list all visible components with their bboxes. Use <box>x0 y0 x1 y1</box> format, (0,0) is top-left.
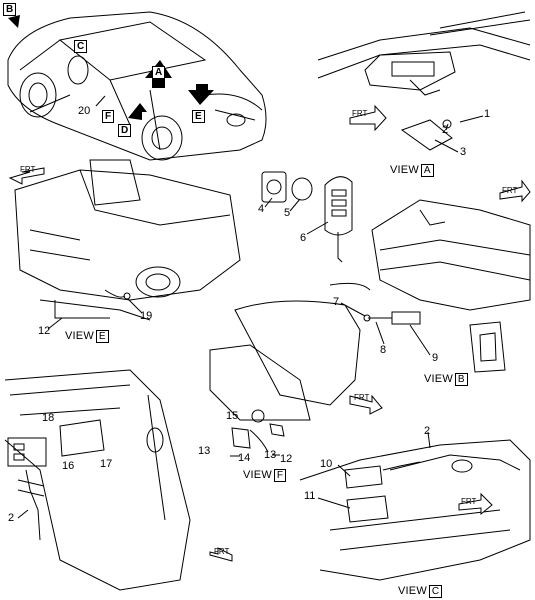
car-overview-drawing <box>7 11 267 161</box>
view-tag-f: F <box>102 110 115 123</box>
callout-14: 14 <box>238 452 251 464</box>
front-label-view-a: FRT <box>352 109 368 118</box>
front-label-view-c: FRT <box>461 497 477 506</box>
view-arrows <box>8 15 214 120</box>
callout-7: 7 <box>333 296 340 308</box>
front-label-view-b: FRT <box>502 186 518 195</box>
callout-3: 3 <box>460 146 467 158</box>
front-label-view-e: FRT <box>20 165 36 174</box>
callout-1: 1 <box>484 108 491 120</box>
view-tag-b: B <box>3 3 17 16</box>
key-fob-drawing <box>261 171 353 263</box>
leader-lines <box>17 95 484 519</box>
callout-12-right: 12 <box>280 453 293 465</box>
callout-9: 9 <box>432 352 439 364</box>
view-b-drawing <box>329 199 531 373</box>
callout-10: 10 <box>320 458 333 470</box>
view-tag-d: D <box>118 124 132 137</box>
front-label-center: FRT <box>354 393 370 402</box>
view-tag-e: E <box>192 110 205 123</box>
view-tag-c: C <box>74 40 88 53</box>
front-label-bottom: FRT <box>214 547 230 556</box>
callout-2-bottom: 2 <box>424 425 431 437</box>
callout-15: 15 <box>226 410 239 422</box>
view-tag-a: A <box>152 66 166 79</box>
callout-19: 19 <box>140 310 153 322</box>
callout-17: 17 <box>100 458 113 470</box>
view-f-drawing <box>230 409 285 457</box>
callout-18: 18 <box>42 412 55 424</box>
callout-13-right: 13 <box>264 449 277 461</box>
view-e-drawing <box>14 159 241 321</box>
callout-2: 2 <box>442 124 449 136</box>
callout-13-left: 13 <box>198 445 211 457</box>
callout-2-left: 2 <box>8 512 15 524</box>
callout-20: 20 <box>78 105 91 117</box>
callout-6: 6 <box>300 232 307 244</box>
callout-4: 4 <box>258 203 265 215</box>
callout-12-left: 12 <box>38 325 51 337</box>
callout-16: 16 <box>62 460 75 472</box>
bottom-left-drawing <box>4 369 191 591</box>
view-a-drawing <box>317 11 531 151</box>
callout-11: 11 <box>304 490 316 502</box>
callout-5: 5 <box>284 207 291 219</box>
trunk-lid-drawing <box>209 300 421 421</box>
callout-8: 8 <box>380 344 387 356</box>
view-c-drawing <box>299 439 531 581</box>
front-arrows <box>8 104 531 562</box>
